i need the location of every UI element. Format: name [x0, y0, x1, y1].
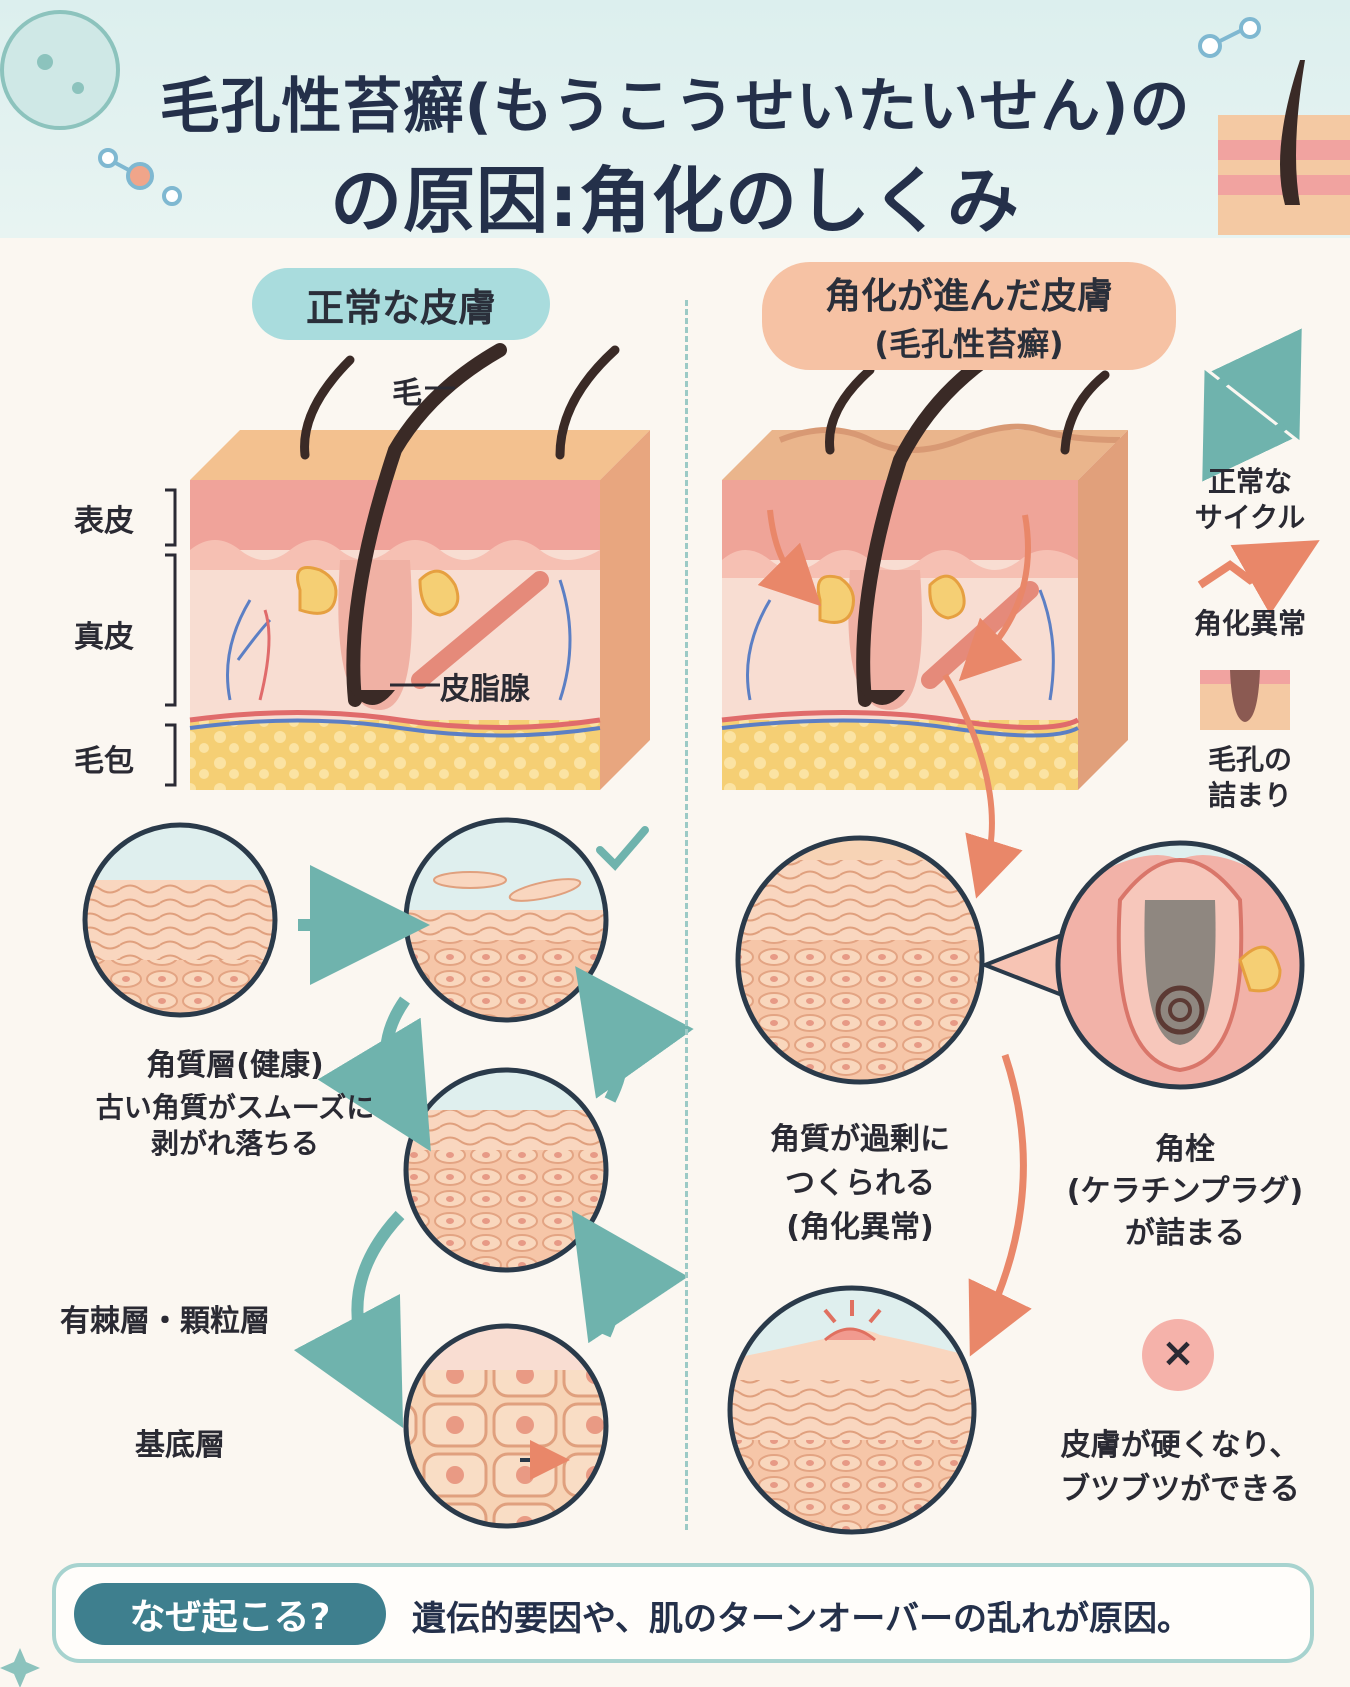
- x-mark-label: ×: [1161, 1330, 1195, 1376]
- normal-skin-heading: 正常な皮膚: [252, 268, 550, 340]
- refresh-cycle-icon: [1202, 328, 1302, 482]
- hair-label: 毛: [392, 376, 422, 411]
- dermis-label: 真皮: [74, 620, 134, 655]
- circle-keratin-plug: [1055, 840, 1305, 1090]
- keratin-plug-line2: (ケラチンプラグ): [1066, 1174, 1304, 1209]
- zigzag-arrow-icon: [1197, 540, 1320, 615]
- basal-layer-label: 基底層: [135, 1428, 225, 1463]
- keratinized-heading-line1: 角化が進んだ皮膚: [824, 276, 1113, 317]
- result-line2: ブツブツができる: [1060, 1472, 1300, 1507]
- hair-follicle-label: 毛包: [74, 744, 134, 779]
- progress-arrow: [968, 1053, 1032, 1357]
- legend-abnormal: 角化異常: [1193, 607, 1306, 640]
- normal-skin-block: [189, 343, 650, 790]
- checkmark-icon: [596, 826, 649, 871]
- panel-divider: [685, 300, 688, 1530]
- molecule-icon-right: [1198, 17, 1350, 235]
- stratum-corneum-title: 角質層(健康): [146, 1048, 324, 1083]
- excess-keratin-line1: 角質が過剰に: [770, 1122, 950, 1157]
- stratum-desc-line2: 剥がれ落ちる: [150, 1127, 319, 1160]
- keratin-plug-line3: が詰まる: [1125, 1216, 1245, 1251]
- footer-question: なぜ起こる?: [74, 1583, 386, 1645]
- keratinized-skin-block: [721, 353, 1128, 899]
- title-line-1: 毛孔性苔癬(もうこうせいたいせん)の: [159, 72, 1191, 142]
- cycle-arrows: [293, 865, 694, 1429]
- keratinized-heading-line2: (毛孔性苔癬): [874, 325, 1064, 363]
- x-mark-icon: [1142, 1319, 1214, 1391]
- excess-keratin-line3: (角化異常): [786, 1210, 934, 1245]
- legend-normal-cycle-2: サイクル: [1194, 501, 1306, 534]
- stratum-desc-line1: 古い角質がスムーズに: [95, 1091, 375, 1124]
- zoom-pointer: [979, 932, 1064, 998]
- legend-clog-1: 毛孔の: [1207, 743, 1292, 776]
- molecule-icon-left: [0, 10, 182, 206]
- header-banner: [0, 0, 1350, 238]
- sebaceous-gland-label: 皮脂腺: [440, 672, 530, 707]
- excess-keratin-line2: つくられる: [785, 1166, 935, 1201]
- title-line-2: の原因:角化のしくみ: [330, 159, 1020, 243]
- keratin-plug-line1: 角栓: [1155, 1132, 1215, 1167]
- circle-bumpy-skin: [727, 1285, 977, 1535]
- circle-stratum-corneum: [82, 822, 278, 1018]
- spinous-granular-label: 有棘層・顆粒層: [60, 1304, 270, 1339]
- footer-box: なぜ起こる? 遺伝的要因や、肌のターンオーバーの乱れが原因。: [52, 1563, 1314, 1663]
- layer-brackets: [165, 488, 177, 787]
- legend-normal-cycle-1: 正常な: [1207, 465, 1292, 498]
- circle-spinous-granular: [403, 1067, 609, 1273]
- result-line1: 皮膚が硬くなり、: [1060, 1428, 1300, 1463]
- footer-answer: 遺伝的要因や、肌のターンオーバーの乱れが原因。: [412, 1599, 1191, 1639]
- circle-shedding: [403, 817, 609, 1023]
- circle-excess-keratin: [735, 835, 985, 1085]
- sparkle-icon: [0, 1648, 40, 1687]
- epidermis-label: 表皮: [74, 504, 134, 539]
- circle-basal: [403, 1323, 609, 1529]
- legend-clog-2: 詰まり: [1207, 779, 1292, 812]
- keratinized-skin-heading: 角化が進んだ皮膚 (毛孔性苔癬): [762, 262, 1176, 370]
- clogged-pore-icon: [1200, 670, 1290, 730]
